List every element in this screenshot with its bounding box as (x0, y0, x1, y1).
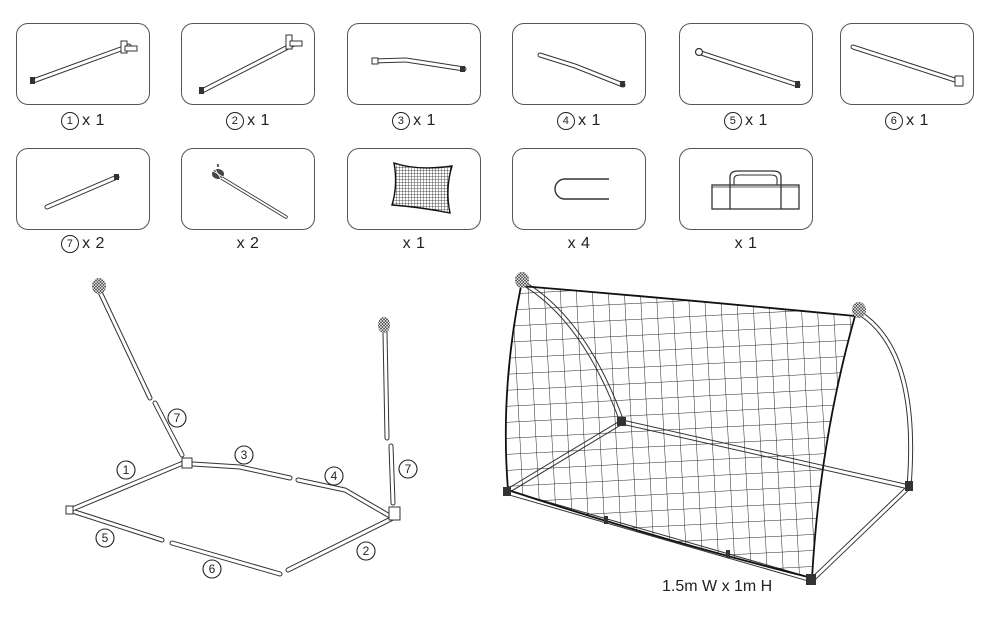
callout-text: 7 (405, 462, 412, 476)
part-qty: x 1 (906, 112, 929, 129)
callout-text: 3 (241, 448, 248, 462)
part-qty: x 1 (734, 235, 758, 252)
part-qty: x 1 (247, 112, 270, 129)
goal-dimension-label: 1.5m W x 1m H (662, 578, 773, 595)
callout-text: 7 (174, 411, 181, 425)
part-number: 7 (61, 235, 80, 253)
assembled-goal (503, 272, 914, 585)
callout-6: 6 (202, 559, 222, 579)
part-qty: x 2 (236, 235, 260, 252)
part-card-6 (840, 23, 974, 105)
ground-stake-icon (212, 164, 288, 219)
exploded-frame (65, 278, 401, 577)
assembly-callouts: 7 3 1 4 7 5 2 6 (95, 408, 418, 579)
callout-text: 4 (331, 469, 338, 483)
part-label-net: x 1 (347, 235, 481, 253)
part-card-7 (16, 148, 150, 230)
part-card-2 (181, 23, 315, 105)
pole-6-icon (850, 44, 964, 87)
pole-4-icon (537, 52, 626, 88)
part-card-stake (181, 148, 315, 230)
part-qty: x 1 (413, 112, 436, 129)
part-label-stake: x 2 (181, 235, 315, 253)
callout-5: 5 (95, 528, 115, 548)
pole-5-icon (694, 47, 801, 88)
part-label-peg: x 4 (512, 235, 646, 253)
callout-4: 4 (324, 466, 344, 486)
part-qty: x 1 (578, 112, 601, 129)
carry-bag-icon (711, 170, 800, 210)
part-card-4 (512, 23, 646, 105)
part-card-net (347, 148, 481, 230)
part-label-bag: x 1 (679, 235, 813, 253)
callout-7-right: 7 (398, 459, 418, 479)
part-number: 6 (885, 112, 904, 130)
part-qty: x 1 (82, 112, 105, 129)
part-number: 1 (61, 112, 80, 130)
callout-7-left: 7 (167, 408, 187, 428)
part-number: 4 (557, 112, 576, 130)
part-number: 5 (724, 112, 743, 130)
net-icon (391, 161, 453, 214)
callout-text: 2 (363, 544, 370, 558)
pole-3-icon (371, 57, 467, 72)
peg-icon (554, 178, 609, 200)
callout-2: 2 (356, 541, 376, 561)
part-card-peg (512, 148, 646, 230)
part-qty: x 2 (82, 235, 105, 252)
callout-text: 6 (209, 562, 216, 576)
part-card-5 (679, 23, 813, 105)
callout-3: 3 (234, 445, 254, 465)
callout-text: 5 (102, 531, 109, 545)
pole-2-icon (199, 34, 303, 94)
part-number: 3 (392, 112, 411, 130)
part-qty: x 1 (745, 112, 768, 129)
part-card-bag (679, 148, 813, 230)
pole-7-icon (44, 174, 120, 210)
part-card-1 (16, 23, 150, 105)
part-number: 2 (226, 112, 245, 130)
pole-1-icon (30, 40, 138, 84)
part-qty: x 4 (567, 235, 591, 252)
callout-text: 1 (123, 463, 130, 477)
part-qty: x 1 (402, 235, 426, 252)
callout-1: 1 (116, 460, 136, 480)
part-card-3 (347, 23, 481, 105)
